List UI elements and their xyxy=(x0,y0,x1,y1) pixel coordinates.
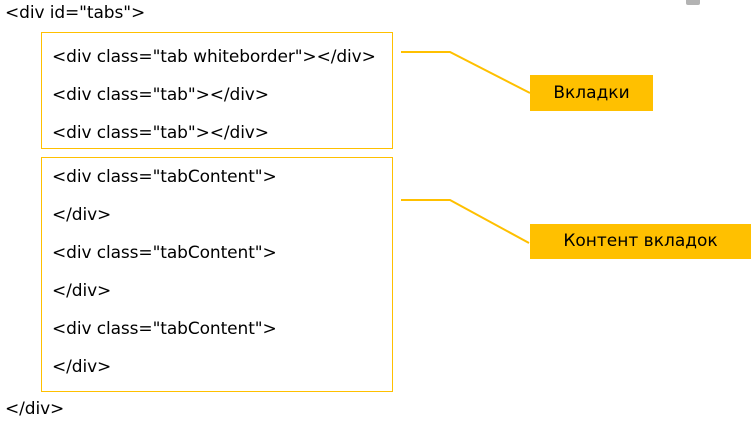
cropped-ui-artifact-icon xyxy=(686,0,700,5)
tabs-group-box: <div class="tab whiteborder"></div> <div… xyxy=(41,32,393,149)
tabcontent-group-box: <div class="tabContent"> </div> <div cla… xyxy=(41,157,393,392)
tabcontent-callout-label: Контент вкладок xyxy=(530,224,751,259)
code-line-tabcontent-close-2: </div> xyxy=(52,281,112,301)
code-line-tabcontent-open-2: <div class="tabContent"> xyxy=(52,243,277,263)
code-line-tabcontent-open-1: <div class="tabContent"> xyxy=(52,167,277,187)
root-open-tag: <div id="tabs"> xyxy=(5,3,146,23)
leader-line-tabcontent xyxy=(401,199,530,244)
leader-line-tabs xyxy=(401,51,531,94)
code-line-tabcontent-close-3: </div> xyxy=(52,357,112,377)
code-line-tabcontent-close-1: </div> xyxy=(52,205,112,225)
code-line-tab-2: <div class="tab"></div> xyxy=(52,85,269,105)
root-close-tag: </div> xyxy=(5,399,65,419)
code-line-tab-whiteborder: <div class="tab whiteborder"></div> xyxy=(52,47,376,67)
code-line-tab-3: <div class="tab"></div> xyxy=(52,123,269,143)
code-line-tabcontent-open-3: <div class="tabContent"> xyxy=(52,319,277,339)
tabs-callout-label: Вкладки xyxy=(530,75,653,111)
